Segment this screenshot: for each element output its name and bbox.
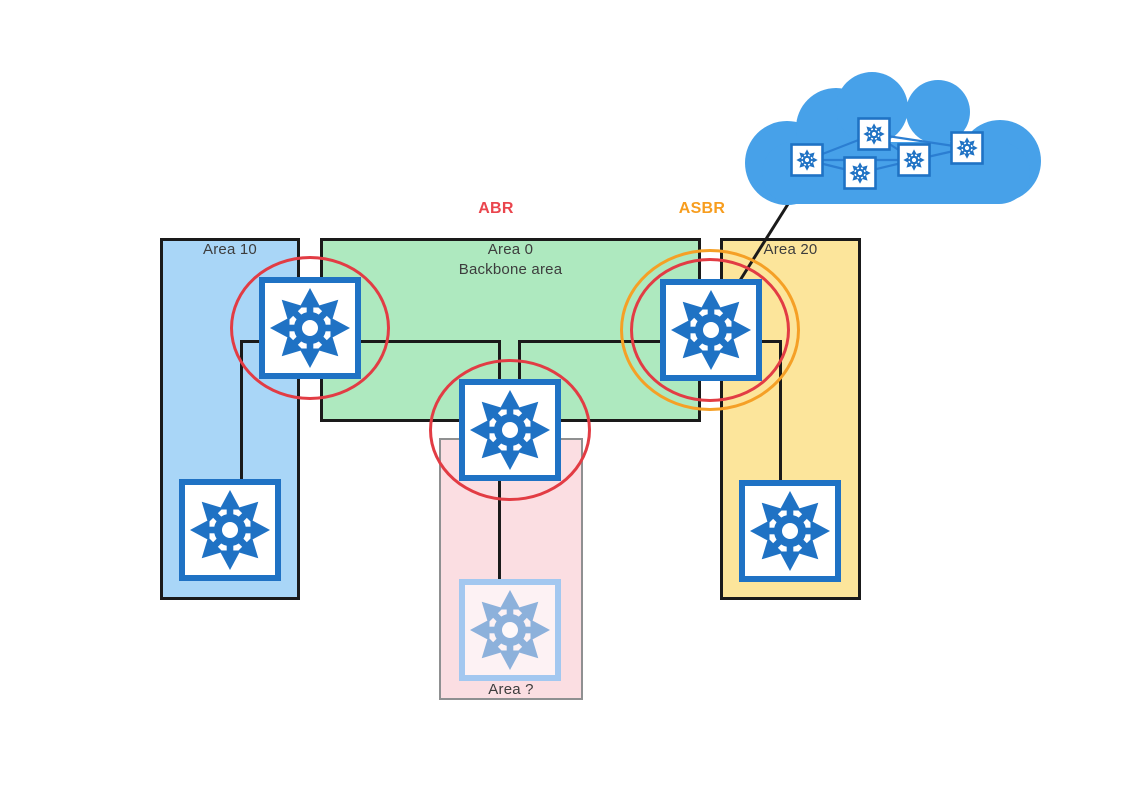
router-area20-internal [739,480,841,582]
abr-label: ABR [478,200,514,217]
asbr-inner-red-ellipse [630,258,790,402]
area-10-label: Area 10 [203,241,257,258]
router-icon [849,162,870,183]
router-icon-faded [465,585,555,675]
router-areaq-faded [459,579,561,681]
router-icon [265,283,355,373]
router-icon [666,285,756,375]
area-0-label: Area 0 [487,241,534,258]
abr-left-highlight-ellipse [230,256,390,400]
cloud-shape [745,72,1041,205]
external-network-cloud [745,72,1041,205]
router-asbr [660,279,762,381]
link-mid-to-asbr-h [519,340,661,343]
link-asbr-to-area20-v [779,340,782,482]
router-abr-left [259,277,361,379]
router-icon [745,486,835,576]
asbr-outer-orange-ellipse [620,249,800,411]
backbone-area-label: Backbone area [458,261,563,278]
area-20-label: Area 20 [763,241,818,258]
asbr-label: ASBR [678,200,726,217]
router-icon [185,485,275,575]
abr-middle-highlight-ellipse [429,359,591,501]
link-abr-left-to-mid-h [360,340,501,343]
router-abr-middle [459,379,561,481]
router-icon [903,149,924,170]
link-mid-to-areaq-v [498,478,501,581]
router-icon [956,137,977,158]
router-area10-internal [179,479,281,581]
router-icon [863,123,884,144]
link-abr-left-to-area10-v [240,340,243,481]
router-icon [796,149,817,170]
router-icon [465,385,555,475]
area-unknown-label: Area ? [488,681,534,698]
